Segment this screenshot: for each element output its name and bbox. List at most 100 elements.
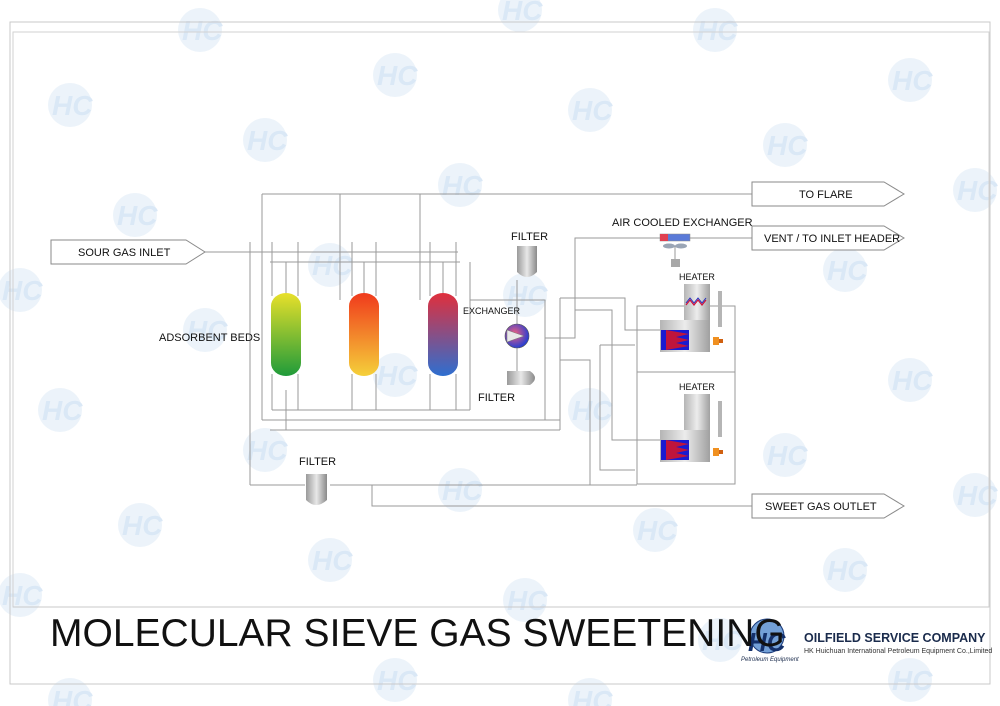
filter-lower-left [306,474,327,505]
watermark-text: HC [52,90,93,121]
company-subtitle: HK Huichuan International Petroleum Equi… [804,648,993,655]
diagram-title: MOLECULAR SIEVE GAS SWEETENING [50,612,785,655]
watermark-text: HC [767,130,808,161]
filter-top-label: FILTER [511,231,548,243]
watermark-logo: HC [48,678,93,706]
air-cooled-exchanger-label: AIR COOLED EXCHANGER [612,217,753,229]
watermark-logo: HC [698,618,743,662]
watermark-logo: HC [308,243,353,287]
watermark-text: HC [2,275,43,306]
exchanger-label: EXCHANGER [463,306,521,316]
watermark-logo: HC [373,353,418,397]
adsorbent-beds-label: ADSORBENT BEDS [159,332,260,344]
watermark-text: HC [442,170,483,201]
watermark-text: HC [52,685,93,706]
watermark-logo: HC [953,168,998,212]
watermark-text: HC [182,15,223,46]
fan-icon-2 [675,243,687,249]
watermark-logo: HC [118,503,163,547]
watermark-logo: HC [498,0,543,32]
watermark-text: HC [42,395,83,426]
watermark-logo: HC [308,538,353,582]
watermark-logo: HC [568,678,613,706]
watermark-text: HC [312,545,353,576]
watermark-text: HC [377,60,418,91]
outer-frame [9,21,991,685]
watermark-text: HC [572,95,613,126]
watermark-logo: HC [888,658,933,702]
watermark-logo: HC [0,573,43,617]
watermark-text: HC [572,685,613,706]
watermark-text: HC [572,395,613,426]
watermark-text: HC [957,480,998,511]
adsorbent-bed-2 [349,293,379,376]
logo-text: HC [748,627,787,657]
watermark-logo: HC [888,58,933,102]
watermark-logo: HC [243,428,288,472]
watermark-text: HC [2,580,43,611]
watermark-text: HC [827,555,868,586]
watermark-text: HC [117,200,158,231]
watermark-text: HC [377,360,418,391]
piping [205,193,752,507]
watermark-text: HC [957,175,998,206]
watermark-logo: HC [183,308,228,352]
watermark-text: HC [442,475,483,506]
watermark-text: HC [507,280,548,311]
filter-bottom [507,371,535,385]
watermark-text: HC [892,365,933,396]
company-logo: HC [748,618,787,657]
sour-gas-inlet-label: SOUR GAS INLET [78,247,171,259]
heater-bottom [660,394,723,462]
watermark-logo: HC [438,468,483,512]
watermark-text: HC [377,665,418,696]
air-cooler-hot-end [660,234,668,241]
watermark-logo: HC [763,123,808,167]
watermark-logo: HC [373,53,418,97]
watermark-logo: HC [373,658,418,702]
watermark-text: HC [507,585,548,616]
watermark-logo: HC [568,88,613,132]
watermark-text: HC [702,625,743,656]
watermark-logo: HC [178,8,223,52]
sweet-gas-outlet-arrow: SWEET GAS OUTLET [751,493,905,519]
logo-tagline: Petroleum Equipment [741,657,799,663]
watermark-text: HC [637,515,678,546]
watermark-logo: HC [438,163,483,207]
exchanger-arrow-icon [506,329,525,343]
filter-lower-left-label: FILTER [299,456,336,468]
watermark-logo: HC [503,578,548,622]
watermark-logo: HC [693,8,738,52]
watermark-logo: HC [0,268,43,312]
heater-bottom-label: HEATER [679,382,715,392]
watermark-text: HC [697,15,738,46]
watermark-logo: HC [823,248,868,292]
watermark-text: HC [827,255,868,286]
watermark-logo: HC [243,118,288,162]
watermark-text: HC [122,510,163,541]
filter-bottom-label: FILTER [478,392,515,404]
watermark-logo: HC [953,473,998,517]
vent-arrow: VENT / TO INLET HEADER [751,225,905,251]
watermark-text: HC [892,665,933,696]
watermark-logo: HC [503,273,548,317]
company-name: OILFIELD SERVICE COMPANY [804,631,986,645]
to-flare-arrow: TO FLARE [751,181,905,207]
watermark-text: HC [892,65,933,96]
heater-top [660,284,723,352]
heater-top-label: HEATER [679,272,715,282]
watermark-logo: HC [763,433,808,477]
adsorbent-bed-3 [428,293,458,376]
watermark-text: HC [312,250,353,281]
watermark-logo: HC [48,83,93,127]
sour-gas-inlet-arrow: SOUR GAS INLET [50,239,206,265]
to-flare-label: TO FLARE [799,189,853,201]
sweet-gas-outlet-label: SWEET GAS OUTLET [765,501,877,513]
watermark-text: HC [187,315,228,346]
watermark-text: HC [767,440,808,471]
watermark-logo: HC [113,193,158,237]
watermark-logo: HC [38,388,83,432]
air-cooler-drum [671,259,680,267]
